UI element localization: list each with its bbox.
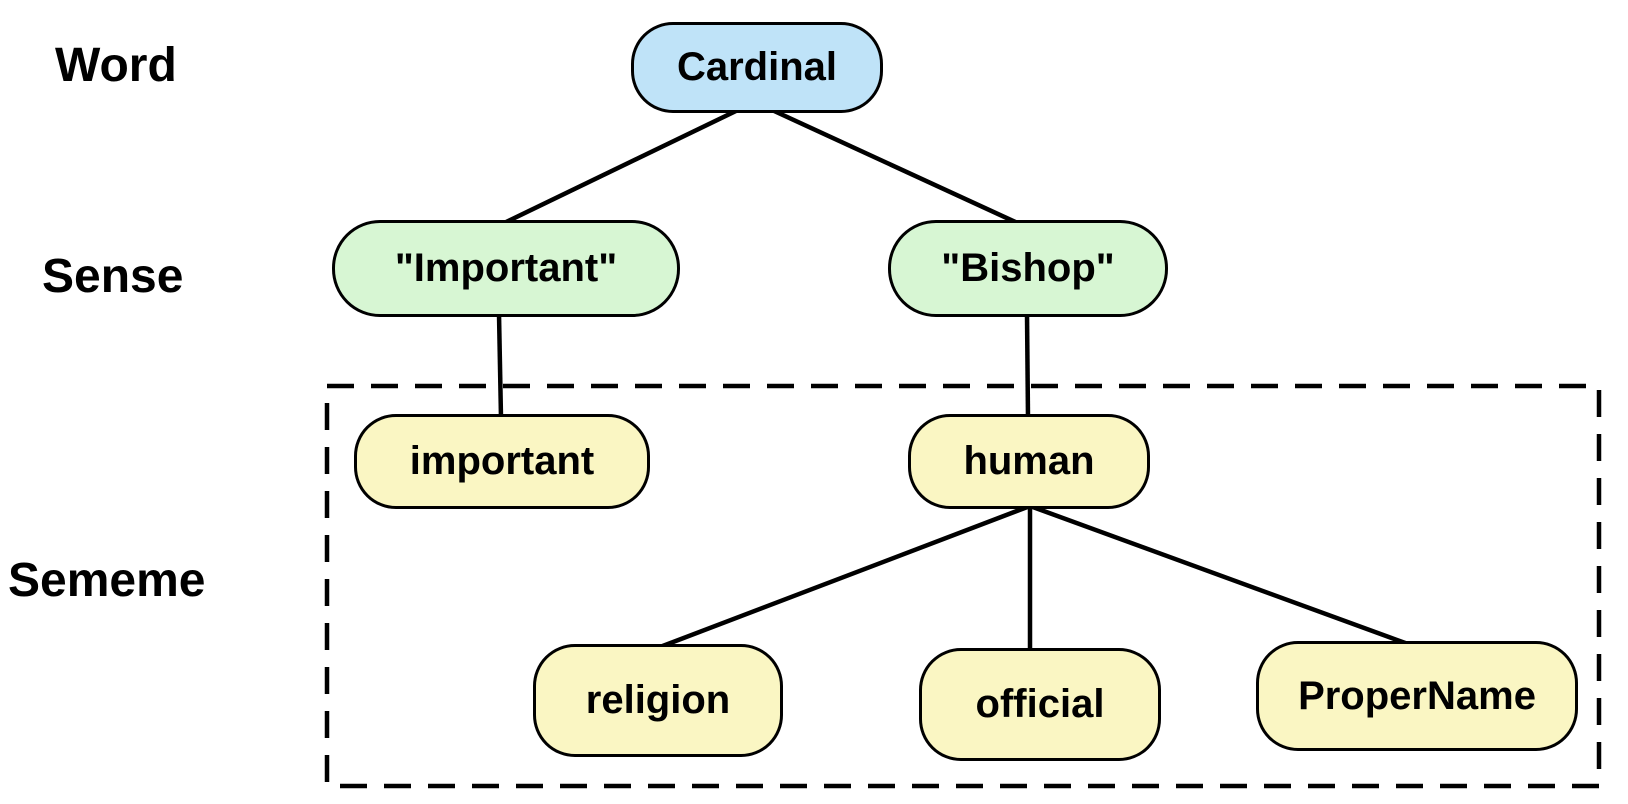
node-propername: ProperName [1256,641,1578,751]
edge-human-religion [659,503,1031,650]
edge-cardinal-important [497,107,739,229]
edge-human-propername [1029,503,1409,647]
node-important-sense: "Important" [332,220,680,317]
row-label-sense: Sense [42,250,184,303]
node-bishop: "Bishop" [888,220,1168,317]
edge-bishop-human [1024,313,1031,419]
node-religion: religion [533,644,783,757]
sememe-region-box [324,383,1602,789]
node-important-sememe: important [354,414,650,509]
row-label-word: Word [55,39,177,92]
edge-cardinal-bishop [771,107,1025,229]
node-human: human [908,414,1150,509]
node-official: official [919,648,1161,761]
row-label-sememe: Sememe [8,554,206,607]
node-cardinal: Cardinal [631,22,883,113]
edge-important-important [496,313,504,419]
